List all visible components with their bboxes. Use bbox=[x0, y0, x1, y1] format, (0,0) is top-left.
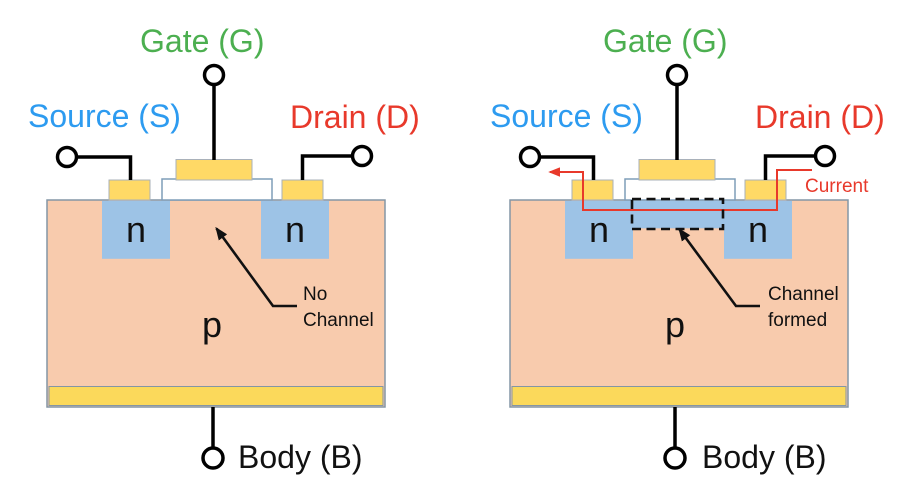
left-gate-electrode bbox=[175, 159, 253, 181]
right-body-contact-strip bbox=[511, 386, 847, 406]
left-source-wire bbox=[76, 155, 133, 180]
right-drain-label: Drain (D) bbox=[755, 99, 885, 135]
left-source-label: Source (S) bbox=[28, 98, 181, 134]
right-body-terminal-icon bbox=[663, 446, 687, 470]
right-source-label: Source (S) bbox=[490, 98, 643, 134]
left-annotation-line2: Channel bbox=[303, 310, 374, 331]
current-flow-path-icon bbox=[548, 167, 812, 211]
left-gate-terminal-icon bbox=[202, 63, 226, 87]
left-drain-wire bbox=[300, 154, 353, 180]
left-body-terminal-icon bbox=[201, 446, 225, 470]
left-mosfet bbox=[46, 63, 386, 470]
left-p-label: p bbox=[201, 304, 223, 345]
right-annotation: Channel formed bbox=[768, 282, 839, 334]
right-annotation-line2: formed bbox=[768, 310, 828, 331]
right-gate-oxide bbox=[624, 178, 736, 201]
right-annotation-line1: Channel bbox=[768, 284, 839, 305]
left-source-terminal-icon bbox=[55, 145, 79, 169]
right-induced-channel bbox=[631, 200, 726, 229]
right-drain-terminal-icon bbox=[813, 144, 837, 168]
left-n-source-label: n bbox=[125, 208, 147, 250]
left-gate-oxide bbox=[161, 178, 273, 201]
right-gate-electrode bbox=[638, 159, 716, 181]
left-no-channel-arrow-icon bbox=[215, 226, 297, 308]
right-drain-wire bbox=[763, 154, 816, 180]
left-n-drain-label: n bbox=[284, 208, 306, 250]
left-drain-label: Drain (D) bbox=[290, 99, 420, 135]
right-source-wire bbox=[539, 155, 596, 180]
right-channel-formed-arrow-icon bbox=[678, 227, 760, 308]
left-n-well-drain bbox=[261, 200, 329, 259]
right-p-label: p bbox=[664, 304, 686, 345]
right-gate-terminal-icon bbox=[665, 63, 689, 87]
left-annotation: No Channel bbox=[303, 282, 374, 334]
right-drain-contact bbox=[744, 179, 787, 201]
left-annotation-line1: No bbox=[303, 284, 328, 305]
left-drain-contact bbox=[281, 179, 324, 201]
right-mosfet bbox=[509, 63, 849, 470]
left-drain-terminal-icon bbox=[350, 144, 374, 168]
channel-dashed-outline bbox=[630, 197, 725, 231]
right-n-source-label: n bbox=[588, 208, 610, 250]
right-n-drain-label: n bbox=[747, 208, 769, 250]
right-source-terminal-icon bbox=[518, 145, 542, 169]
current-label: Current bbox=[805, 176, 869, 197]
right-source-contact bbox=[571, 179, 614, 201]
left-gate-label: Gate (G) bbox=[140, 23, 265, 59]
left-body-contact-strip bbox=[48, 386, 384, 406]
left-source-contact bbox=[108, 179, 151, 201]
left-n-well-source bbox=[102, 200, 170, 259]
left-body-label: Body (B) bbox=[238, 439, 363, 475]
right-gate-label: Gate (G) bbox=[603, 23, 728, 59]
right-body-label: Body (B) bbox=[702, 439, 827, 475]
